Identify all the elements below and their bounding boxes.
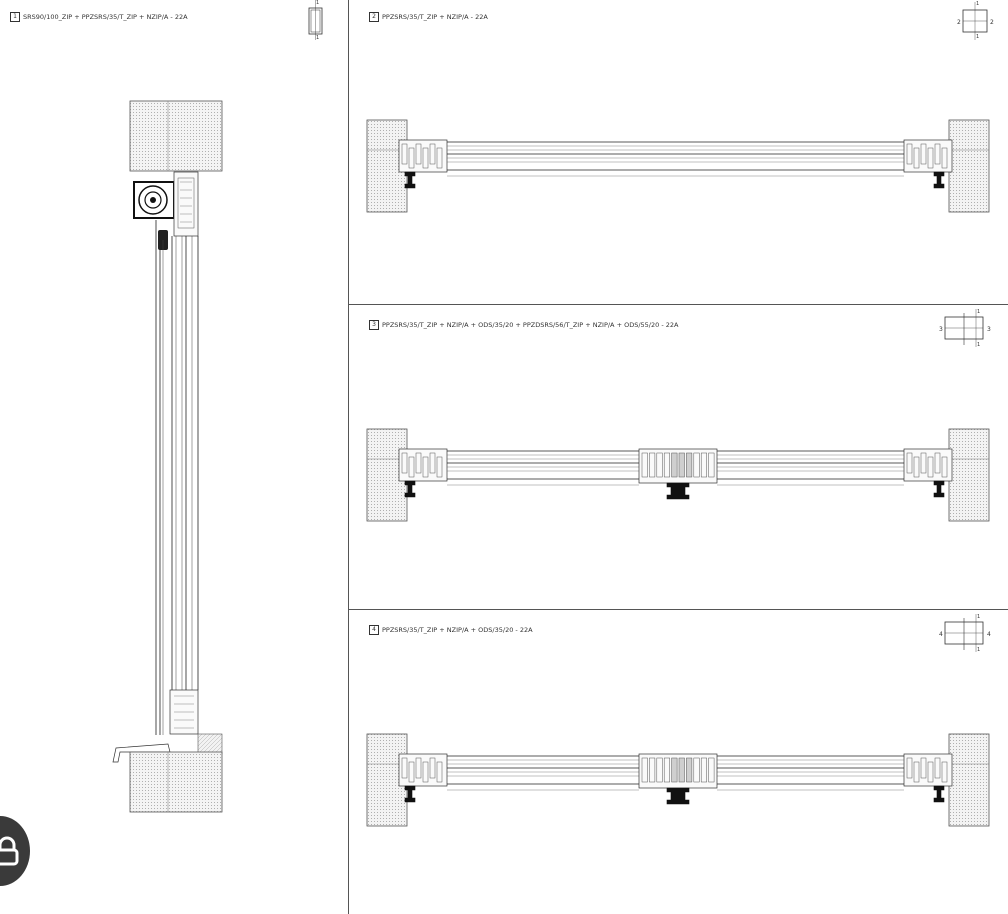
panel-4: 4 PPZSRS/35/T_ZIP + NZIP/A + ODS/35/20 -… [349,610,1008,914]
right-wall [948,733,990,827]
panel-divider-horizontal-1 [349,304,1008,305]
lock-icon [0,836,19,866]
top-wall [129,100,223,172]
panel-3-label: 3 PPZSRS/35/T_ZIP + NZIP/A + ODS/35/20 +… [369,320,678,330]
panel-1-title: SRS90/100_ZIP + PPZSRS/35/T_ZIP + NZIP/A… [23,13,188,21]
panel-1-label: 1 SRS90/100_ZIP + PPZSRS/35/T_ZIP + NZIP… [10,12,188,22]
frame-profile [903,448,953,498]
panel-1-number: 1 [10,12,20,22]
vertical-section-drawing [112,100,223,813]
right-wall [948,119,990,213]
panel-4-number: 4 [369,625,379,635]
panel-2-number: 2 [369,12,379,22]
right-wall [948,428,990,522]
bottom-wall [129,751,223,813]
frame-profile [903,753,953,803]
panel-divider-horizontal-2 [349,609,1008,610]
panel-divider-vertical [348,0,349,914]
panel-4-label: 4 PPZSRS/35/T_ZIP + NZIP/A + ODS/35/20 -… [369,625,533,635]
frame-profile [398,448,448,498]
frame-profile [398,139,448,189]
panel-2: 2 PPZSRS/35/T_ZIP + NZIP/A - 22A 1 1 2 2 [349,0,1008,304]
panel-3-title: PPZSRS/35/T_ZIP + NZIP/A + ODS/35/20 + P… [382,321,679,329]
panel-2-title: PPZSRS/35/T_ZIP + NZIP/A - 22A [382,13,488,21]
mullion-profile [638,753,718,805]
horizontal-section-drawing [366,733,990,827]
mullion-profile [638,448,718,500]
panel-3: 3 PPZSRS/35/T_ZIP + NZIP/A + ODS/35/20 +… [349,305,1008,609]
panel-1: 1 SRS90/100_ZIP + PPZSRS/35/T_ZIP + NZIP… [0,0,348,914]
horizontal-section-drawing [366,428,990,522]
panel-4-title: PPZSRS/35/T_ZIP + NZIP/A + ODS/35/20 - 2… [382,626,533,634]
panel-2-label: 2 PPZSRS/35/T_ZIP + NZIP/A - 22A [369,12,488,22]
frame-profile [398,753,448,803]
horizontal-section-drawing [366,119,990,213]
panel-3-number: 3 [369,320,379,330]
frame-profile [903,139,953,189]
